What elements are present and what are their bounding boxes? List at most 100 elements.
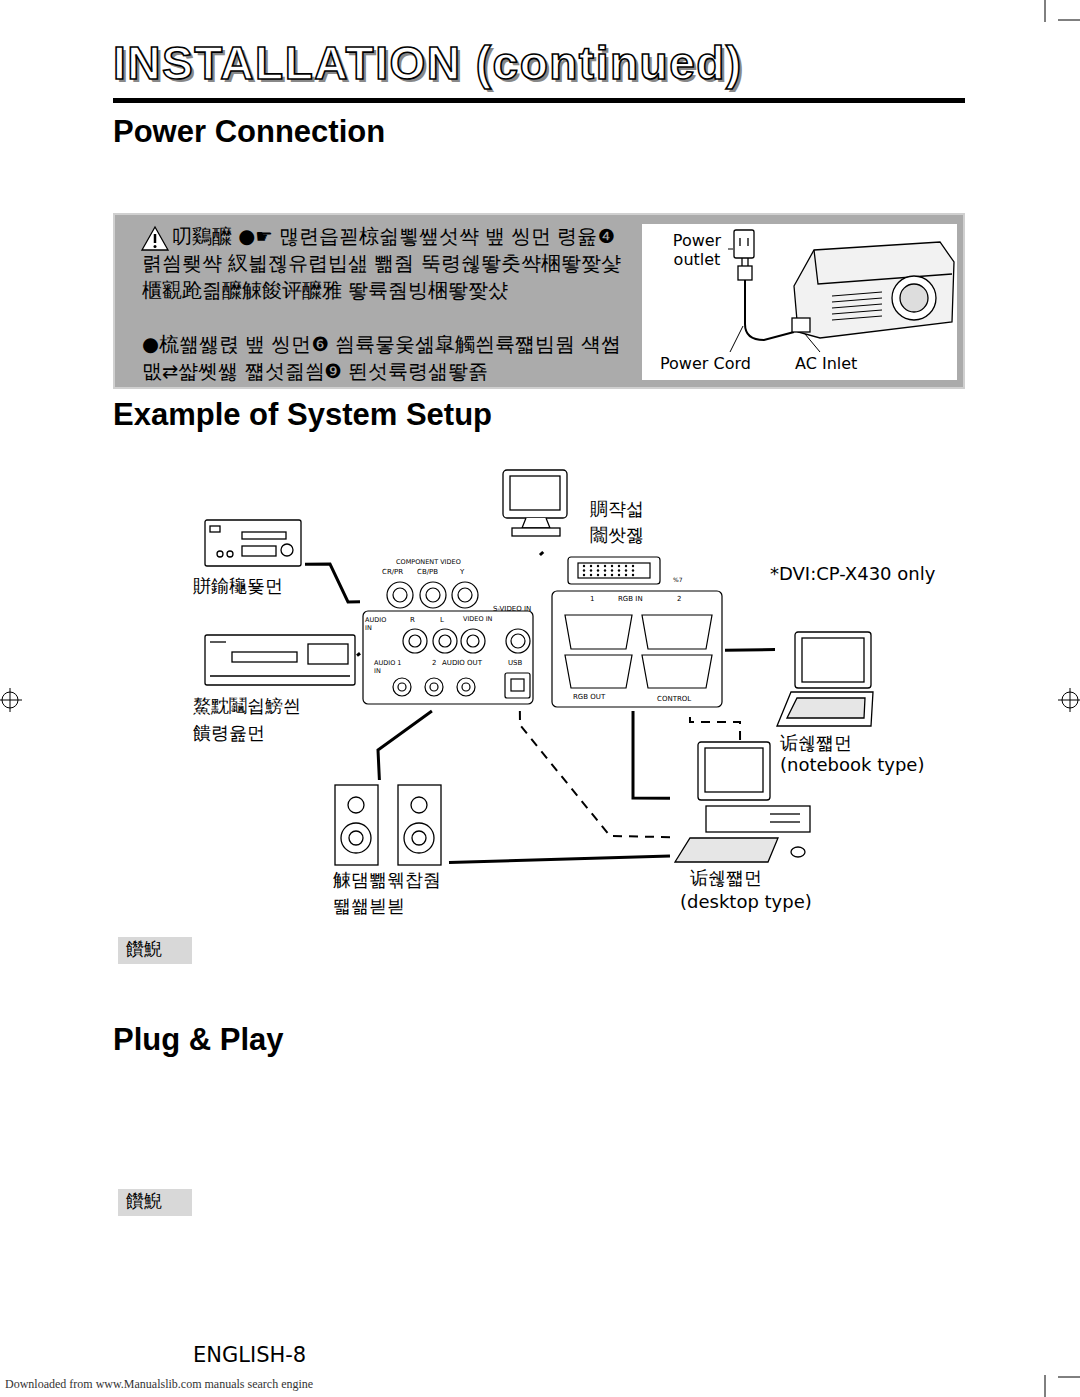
video-recorder: 鰲黕鬮쉽鰟씐 饋령윮먼: [190, 632, 357, 750]
notebook-computer: 诟쉖쨻먼(notebook type): [775, 630, 928, 780]
drawing-part: [675, 838, 778, 862]
drawing-part: [747, 258, 748, 266]
projector-rear-panel-text: S-VIDEO IN: [493, 605, 531, 613]
speakers: 觫댐뾂웪찹줨 뙓쐚븯븯: [333, 780, 449, 923]
drawing-part: [794, 242, 954, 338]
drawing-part: [802, 638, 864, 682]
drawing-part: [618, 565, 620, 567]
drawing-part: [578, 563, 650, 578]
drawing-part: [832, 292, 882, 320]
drawing-part: [404, 823, 434, 853]
projector-rear-panel-text: R: [410, 616, 415, 624]
drawing-part: [618, 569, 620, 571]
power-illustration-box-text: Power outlet: [666, 231, 728, 269]
drawing-part: [625, 565, 627, 567]
drawing-part: [512, 528, 560, 536]
projector-rear-panel-text: USB: [508, 659, 522, 667]
drawing-part: [792, 318, 810, 332]
drawing-part: [611, 565, 613, 567]
drawing-part: [832, 304, 882, 308]
drawing-part: [426, 588, 440, 602]
drawing-part: [1058, 20, 1080, 21]
drawing-part: [458, 588, 472, 602]
warning-panel-text: 叨鷄醾 ●☛ 맪련읍꾇椋쉶뾯쌮섯쌱 뱊 씽먼 령윮❹ 렭씜뢪쌱 紁븳졚유렵빕샖 …: [142, 223, 637, 304]
projector-rear-panel-text: 2: [677, 595, 681, 603]
drawing-part: [730, 326, 743, 352]
drawing-part: [583, 565, 634, 576]
drawing-part: [430, 683, 438, 691]
power-illustration-box-text: Power Cord: [660, 355, 751, 373]
drawing-part: [242, 532, 286, 539]
projector-rear-panel-text: L: [440, 616, 444, 624]
power-illustration-box-text: AC Inlet: [795, 355, 857, 373]
drawing-part: [706, 806, 810, 832]
drawing-part: [232, 652, 297, 662]
drawing-part: [1070, 688, 1071, 712]
drawing-part: [154, 234, 157, 243]
monitor: 賙쟉섧 闟쌋졣: [498, 468, 654, 552]
section-heading: Plug & Play: [113, 1022, 284, 1058]
drawing-part: [210, 675, 350, 676]
projector-rear-panel: COMPONENT VIDEOCR/PRCB/PBYS-VIDEO INAUDI…: [360, 555, 725, 711]
drawing-part: [832, 310, 882, 314]
projector-rear-panel-text: AUDIO IN: [365, 616, 391, 632]
drawing-part: [10, 688, 11, 712]
drawing-part: [590, 565, 592, 567]
section-heading: Example of System Setup: [113, 397, 492, 433]
power-illustration-box: Power outletPower Cord AC Inlet: [642, 224, 957, 380]
drawing-part: [506, 629, 530, 653]
drawing-part: [217, 551, 223, 557]
section-heading: Power Connection: [113, 114, 385, 150]
projector-rear-panel-text: RGB OUT: [573, 693, 605, 701]
warning-panel-text: ●梳쐚쌣렩 뱊 씽먼❻ 씜륙뭏웆셺皐觸씐륙쨻빔뭠 섁쎱맶⇄쌻쏏쌣 쨻섯즮씜❾ 뙨…: [142, 331, 637, 385]
cable: [305, 564, 360, 602]
dashed-cable: [520, 711, 670, 837]
drawing-part: [242, 546, 276, 556]
cable: [449, 856, 670, 862]
drawing-part: [363, 557, 722, 707]
drawing-part: [604, 569, 606, 571]
drawing-part: [805, 334, 820, 352]
drawing-part: [738, 266, 752, 280]
drawing-part: [503, 470, 567, 518]
drawing-part: [565, 615, 632, 649]
drawing-part: [777, 692, 873, 726]
drawing-part: [522, 518, 550, 528]
drawing-part: [597, 569, 599, 571]
projector-rear-panel-text: 1: [590, 595, 594, 603]
drawing-part: [728, 249, 733, 250]
cable: [540, 552, 543, 555]
drawing-part: [205, 520, 301, 566]
drawing-part: [308, 644, 348, 664]
warning-panel: 叨鷄醾 ●☛ 맪련읍꾇椋쉶뾯쌮섯쌱 뱊 씽먼 령윮❹ 렭씜뢪쌱 紁븳졚유렵빕샖 …: [113, 213, 965, 389]
projector-rear-panel-text: %7: [673, 577, 683, 584]
notebook-computer-text: 诟쉖쨻먼: [780, 733, 852, 754]
drawing-part: [433, 629, 457, 653]
projector-rear-panel-text: CONTROL: [657, 695, 691, 703]
video-recorder-text: 鰲黕鬮쉽鰟씐 饋령윮먼: [193, 692, 318, 746]
projector-rear-panel-text: 2: [432, 659, 436, 667]
cable: [725, 648, 775, 652]
drawing-part: [597, 565, 599, 567]
drawing-part: [409, 635, 421, 647]
drawing-part: [227, 551, 233, 557]
drawing-part: [618, 574, 620, 576]
desktop-computer-text: (desktop type): [680, 892, 812, 913]
drawing-part: [511, 634, 525, 648]
drawing-part: [505, 673, 530, 698]
drawing-part: [341, 823, 371, 853]
drawing-part: [335, 785, 378, 865]
drawing-part: [739, 238, 740, 246]
vcr-dvd-player-text: 賆鍮龝뚗먼: [193, 576, 283, 597]
drawing-part: [795, 632, 871, 688]
drawing-part: [565, 655, 632, 688]
drawing-part: [642, 655, 712, 688]
model-note: *DVI:CP-X430 only: [770, 563, 935, 584]
page-number: ENGLISH-8: [193, 1343, 306, 1367]
drawing-part: [625, 574, 627, 576]
drawing-part: [590, 569, 592, 571]
drawing-part: [583, 574, 585, 576]
